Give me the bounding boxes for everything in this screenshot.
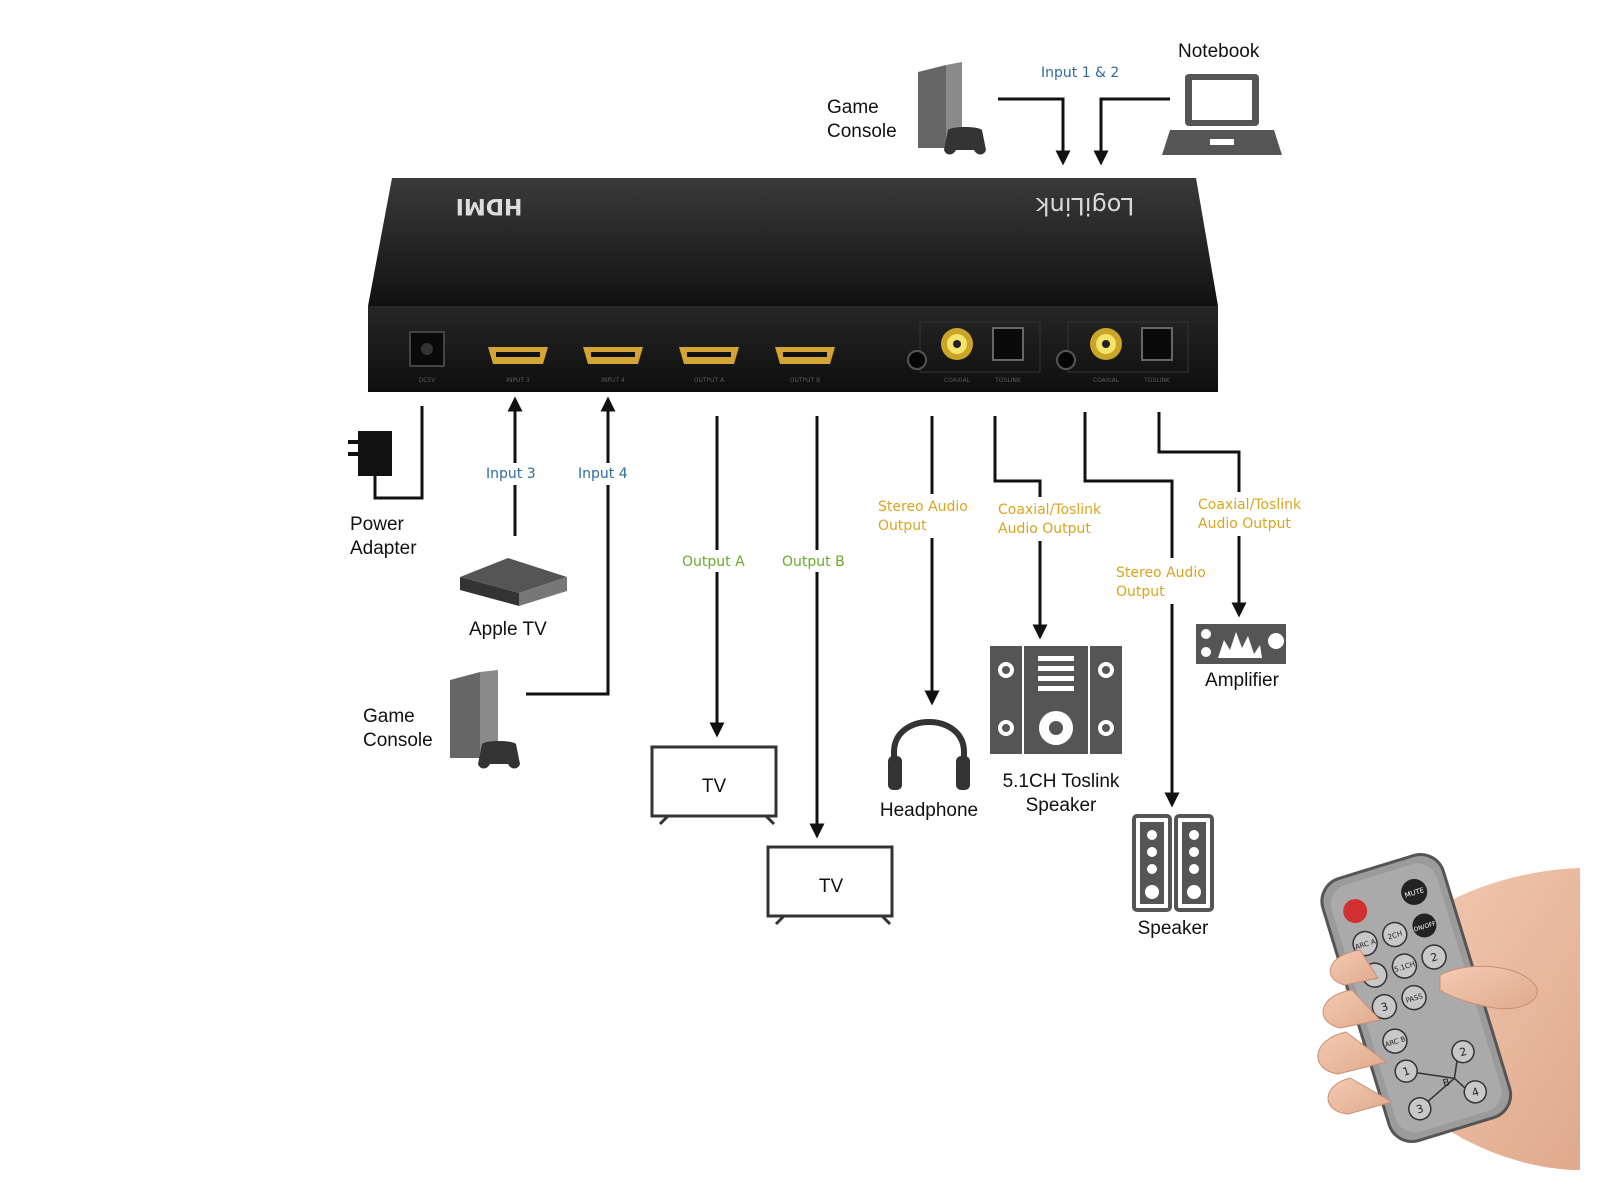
amplifier-label: Amplifier: [1205, 670, 1280, 691]
notebook-label: Notebook: [1178, 41, 1260, 62]
speaker-51-icon: [990, 646, 1122, 754]
audio-ports-a: COAXIAL TOSLINK: [907, 321, 1041, 384]
amplifier-icon: [1196, 624, 1286, 664]
game-console-top-label: Game: [827, 97, 879, 118]
output-a-label: Output A: [682, 554, 745, 570]
svg-text:3: 3: [1415, 1102, 1425, 1116]
remote-button-b3: [1408, 1097, 1432, 1121]
hdmi-logo: HDMI: [456, 193, 523, 218]
remote-button-3: [1371, 993, 1398, 1020]
svg-text:4: 4: [1470, 1085, 1480, 1099]
power-adapter-icon: [348, 431, 392, 476]
headphone-icon: [888, 719, 970, 790]
apple-tv-label: Apple TV: [469, 619, 547, 640]
hdmi-port-input-4: INPUT 4: [583, 347, 643, 384]
tv-a-label: TV: [702, 776, 727, 797]
hdmi-port-output-a: OUTPUT A: [679, 347, 739, 384]
svg-text:OUTPUT A: OUTPUT A: [694, 377, 725, 384]
game-console-bottom-label: Game: [363, 706, 415, 727]
dc-power-jack: [409, 331, 445, 367]
game-console-top-label-2: Console: [827, 121, 897, 142]
remote-button-arc-a: [1352, 930, 1378, 957]
hdmi-switch-device: HDMI LogiLink DC5V INPUT 3 INPUT 4 OUTPU…: [368, 178, 1218, 392]
game-console-top-icon: [918, 62, 986, 155]
coax-toslink-1-label: Coaxial/Toslink: [998, 502, 1102, 518]
stereo-audio-output-1-label-2: Output: [878, 518, 927, 534]
remote-button-b4: [1463, 1080, 1488, 1104]
svg-text:COAXIAL: COAXIAL: [1093, 377, 1120, 384]
tv-b-icon: [766, 845, 894, 926]
hdmi-port-output-b: OUTPUT B: [775, 347, 835, 384]
remote-button-2: [1421, 944, 1447, 970]
remote-button-2ch: [1382, 921, 1408, 948]
tv-b-label: TV: [819, 876, 844, 897]
remote-button-onoff: [1412, 913, 1437, 938]
coax-toslink-2-label-2: Audio Output: [1198, 516, 1291, 532]
svg-text:INPUT 4: INPUT 4: [601, 377, 625, 384]
remote-control-in-hand: MUTE ARC A 2CH ON/OFF 1 5.1CH 2 3 PASS A: [1317, 853, 1580, 1170]
tv-a-icon: [650, 745, 778, 826]
svg-text:2CH: 2CH: [1387, 930, 1403, 942]
stereo-audio-output-2-label-2: Output: [1116, 584, 1165, 600]
audio-ports-b: COAXIAL TOSLINK: [1056, 321, 1189, 384]
speaker-label: Speaker: [1138, 918, 1209, 939]
apple-tv-icon: [460, 558, 567, 606]
svg-text:1: 1: [1401, 1064, 1411, 1078]
remote-button-b2: [1451, 1039, 1475, 1064]
speaker-icon: [1132, 814, 1214, 912]
port-label-dc: DC5V: [419, 377, 437, 384]
svg-text:B: B: [1442, 1077, 1452, 1090]
hdmi-port-input-3: INPUT 3: [488, 347, 548, 384]
speaker-51-label: 5.1CH Toslink: [1003, 771, 1120, 792]
wire-51-speaker: [993, 416, 1048, 640]
remote-button-5-1ch: [1391, 953, 1418, 979]
power-adapter-label: Power: [350, 514, 405, 535]
svg-text:2: 2: [1458, 1045, 1468, 1059]
notebook-icon: [1162, 74, 1282, 155]
remote-button-b1: [1394, 1059, 1418, 1083]
stereo-audio-output-1-label: Stereo Audio: [878, 499, 968, 515]
wire-game-console-top: [998, 97, 1071, 166]
wire-notebook: [1093, 97, 1170, 166]
game-console-bottom-icon: [450, 670, 520, 769]
wire-input-4: [526, 396, 616, 696]
input-3-label: Input 3: [486, 466, 536, 482]
wire-speaker: [1083, 412, 1180, 808]
remote-button-pass: [1401, 984, 1427, 1011]
svg-text:3: 3: [1379, 1000, 1389, 1014]
game-console-bottom-label-2: Console: [363, 730, 433, 751]
input-1-2-label: Input 1 & 2: [1041, 65, 1119, 81]
remote-button-arc-b: [1382, 1028, 1408, 1054]
coax-toslink-1-label-2: Audio Output: [998, 521, 1091, 537]
svg-text:INPUT 3: INPUT 3: [506, 377, 530, 384]
svg-text:TOSLINK: TOSLINK: [994, 377, 1022, 384]
headphone-label: Headphone: [880, 800, 978, 821]
input-4-label: Input 4: [578, 466, 628, 482]
svg-text:COAXIAL: COAXIAL: [944, 377, 971, 384]
brand-logo: LogiLink: [1036, 192, 1135, 220]
svg-text:2: 2: [1429, 950, 1439, 964]
speaker-51-label-2: Speaker: [1026, 795, 1097, 816]
svg-text:TOSLINK: TOSLINK: [1143, 377, 1171, 384]
coax-toslink-2-label: Coaxial/Toslink: [1198, 497, 1302, 513]
wire-power: [373, 406, 424, 500]
stereo-audio-output-2-label: Stereo Audio: [1116, 565, 1206, 581]
svg-text:OUTPUT B: OUTPUT B: [790, 377, 820, 384]
power-adapter-label-2: Adapter: [350, 538, 417, 559]
output-b-label: Output B: [782, 554, 845, 570]
power-button: [1343, 899, 1368, 924]
mute-button: [1401, 878, 1428, 905]
